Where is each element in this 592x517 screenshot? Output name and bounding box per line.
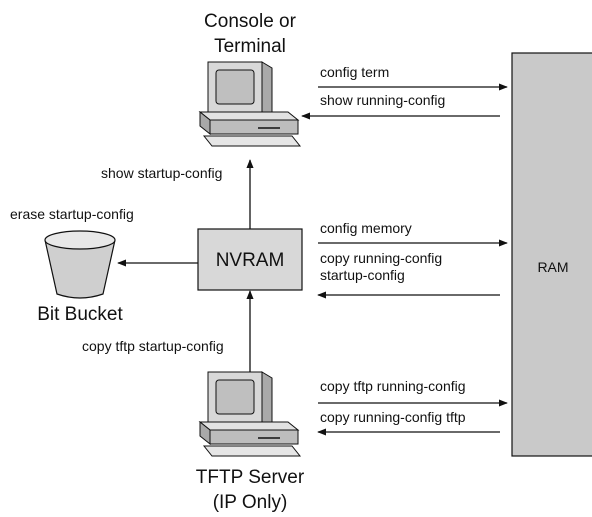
nvram-label: NVRAM xyxy=(216,250,285,271)
ram-label: RAM xyxy=(537,259,568,275)
nvram-box: NVRAM xyxy=(197,228,303,291)
copy-run-start-label-1: copy running-config xyxy=(320,250,442,266)
console-computer-icon xyxy=(198,61,302,147)
ram-block: RAM xyxy=(511,52,592,457)
bit-bucket-label: Bit Bucket xyxy=(37,304,123,325)
erase-startup-label: erase startup-config xyxy=(10,206,134,222)
config-memory-label: config memory xyxy=(320,220,412,236)
show-startup-label: show startup-config xyxy=(101,165,222,181)
console-title-line2: Terminal xyxy=(214,36,286,57)
copy-running-tftp-label: copy running-config tftp xyxy=(320,409,466,425)
config-term-label: config term xyxy=(320,64,389,80)
bit-bucket-icon xyxy=(44,230,116,299)
copy-run-start-label-2: startup-config xyxy=(320,267,405,283)
show-running-label: show running-config xyxy=(320,92,445,108)
copy-tftp-startup-label: copy tftp startup-config xyxy=(82,338,224,354)
copy-tftp-running-label: copy tftp running-config xyxy=(320,378,466,394)
tftp-title-line1: TFTP Server xyxy=(196,467,305,488)
tftp-title-line2: (IP Only) xyxy=(213,492,288,513)
tftp-computer-icon xyxy=(198,371,302,457)
console-title-line1: Console or xyxy=(204,11,297,32)
